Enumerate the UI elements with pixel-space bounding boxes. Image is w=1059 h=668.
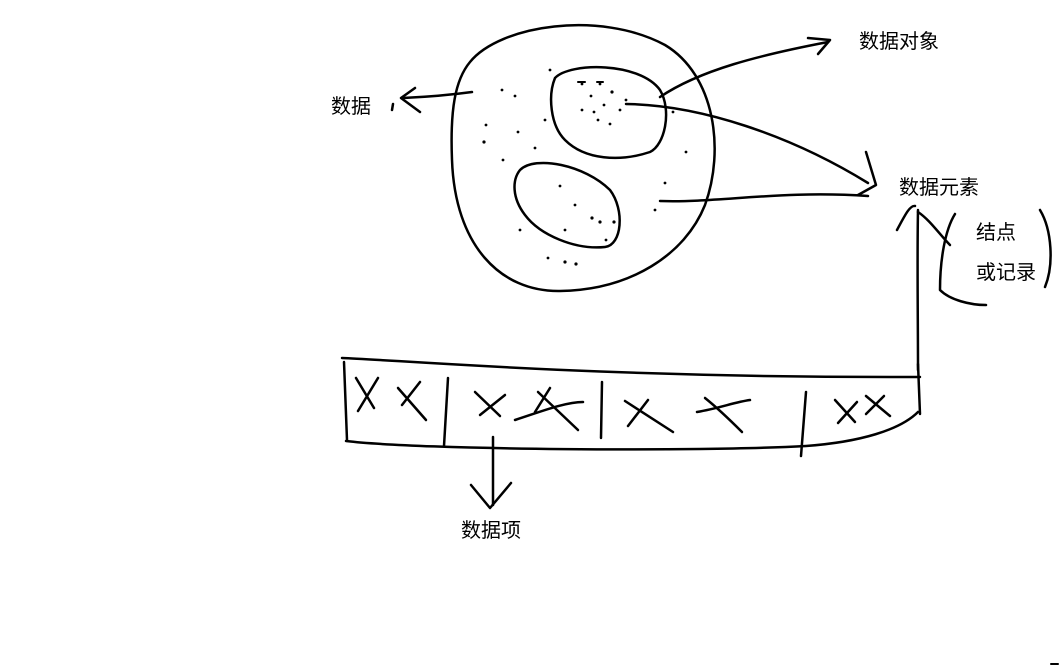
data-object-label: 数据对象: [859, 29, 939, 53]
cell-3-marks: [623, 396, 752, 434]
data-item-label: 数据项: [461, 518, 521, 542]
cell-divider: [442, 376, 450, 448]
data-element-label: 数据元素: [899, 175, 979, 199]
arrow-to-data-element: [624, 102, 878, 197]
arrow-to-data-item: [469, 435, 513, 510]
node-label: 结点: [976, 220, 1016, 244]
record-strip: [340, 356, 922, 458]
cell-1-marks: [354, 376, 428, 422]
cell-2-marks: [473, 386, 585, 432]
node-record-bracket: [895, 204, 1052, 307]
cell-divider: [599, 380, 604, 440]
data-label: 数据: [331, 94, 371, 118]
data-object-outline: [549, 65, 668, 160]
record-cell-marks: [354, 376, 892, 434]
data-dots: [482, 68, 688, 266]
record-label: 或记录: [976, 260, 1036, 284]
arrow-to-data: [390, 86, 474, 114]
connector-line: [658, 193, 870, 203]
cell-divider: [799, 390, 808, 458]
data-set-outline: [450, 23, 716, 293]
data-subset-outline: [513, 161, 621, 249]
cell-4-marks: [833, 394, 892, 425]
arrow-to-data-object: [658, 36, 832, 99]
